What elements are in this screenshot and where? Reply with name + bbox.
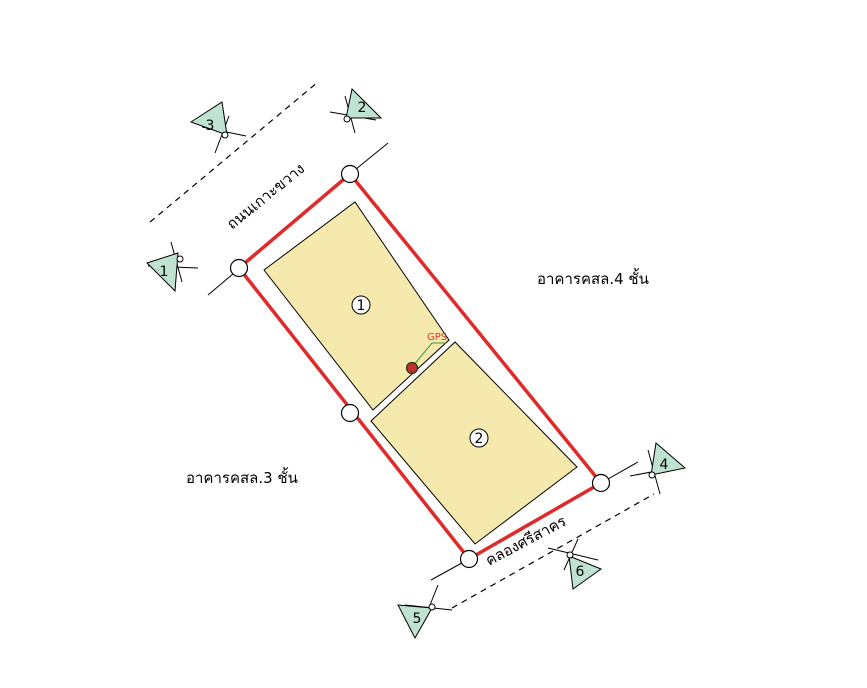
building-left-label: อาคารคสล.3 ชั้น xyxy=(186,467,298,487)
photo-viewpoint-marker-5: 5 xyxy=(397,584,453,640)
boundary-pin xyxy=(340,164,360,184)
photo-viewpoint-number: 1 xyxy=(160,264,169,280)
canal-edge-dashed-line xyxy=(451,493,655,609)
parcel-1-badge: 1 xyxy=(351,295,371,315)
boundary-pin xyxy=(229,258,249,278)
photo-viewpoint-marker-1: 1 xyxy=(146,241,199,293)
photo-viewpoint-marker-3: 3 xyxy=(189,101,247,154)
photo-viewpoint-number: 6 xyxy=(576,564,585,580)
photo-viewpoint-marker-2: 2 xyxy=(329,87,383,134)
boundary-pin xyxy=(591,473,611,493)
gps-label: GPS xyxy=(427,332,447,343)
boundary-pin xyxy=(459,549,479,569)
photo-viewpoint-marker-4: 4 xyxy=(629,442,687,495)
boundary-pin xyxy=(340,403,360,423)
parcel-1-number: 1 xyxy=(357,298,366,314)
parcel-2-badge: 2 xyxy=(469,428,489,448)
parcel-2-number: 2 xyxy=(475,431,484,447)
photo-viewpoint-number: 3 xyxy=(206,118,215,134)
road-edge-dashed-line xyxy=(149,81,319,223)
photo-viewpoint-marker-6: 6 xyxy=(547,538,603,590)
gps-point-icon xyxy=(405,361,419,375)
photo-viewpoint-number: 5 xyxy=(413,611,422,627)
photo-viewpoint-number: 2 xyxy=(358,100,367,116)
gps-leader-line xyxy=(412,342,433,367)
building-right-label: อาคารคสล.4 ชั้น xyxy=(537,268,649,288)
photo-viewpoint-number: 4 xyxy=(660,457,669,473)
